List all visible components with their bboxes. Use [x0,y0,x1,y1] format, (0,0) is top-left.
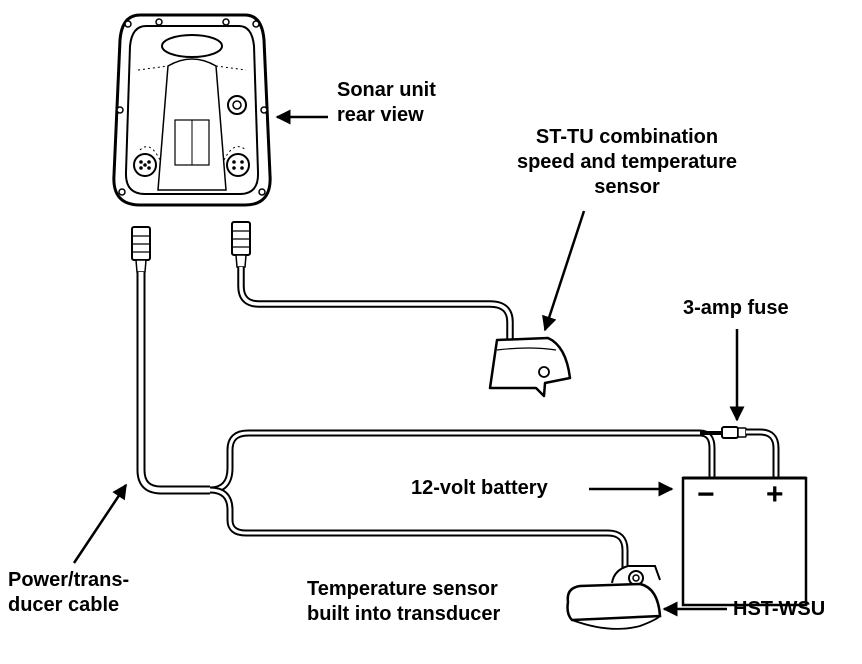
battery-negative-terminal: − [697,478,715,511]
transducer [566,565,662,630]
battery-label: 12-volt battery [411,477,548,499]
battery [681,476,808,607]
speed-temp-sensor [488,336,572,398]
speed-sensor-cable [237,267,514,340]
power-transducer-cable [136,272,716,580]
sonar-unit-label: Sonar unit rear view [337,79,436,126]
power-cable-arrow [72,483,128,564]
st-tu-arrow [542,210,586,332]
power-cable-label: Power/trans- ducer cable [8,569,130,616]
fuse-label: 3-amp fuse [683,297,789,319]
hst-wsu-label: HST-WSU [733,598,826,620]
sonar-unit [112,13,272,207]
temp-sensor-label: Temperature sensor built into transducer [307,578,501,625]
fuse-holder [700,426,780,478]
power-cable-plug [131,226,151,273]
st-tu-label: ST-TU combination speed and temperature … [516,126,738,198]
speed-sensor-plug [231,221,251,268]
battery-positive-terminal: + [766,478,784,511]
